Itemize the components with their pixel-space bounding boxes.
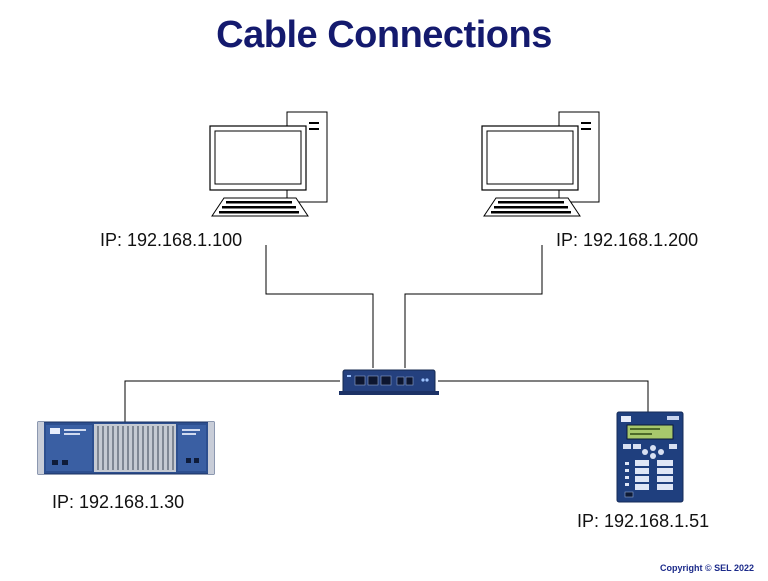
cable-switch-to-rack: [124, 380, 340, 422]
desktop-computer-icon: [481, 111, 600, 217]
ip-label-rack-device: IP: 192.168.1.30: [52, 492, 185, 512]
cable-pc-right-to-switch: [404, 245, 543, 368]
ip-label-pc-right: IP: 192.168.1.200: [556, 230, 699, 250]
copyright-text: Copyright © SEL 2022: [660, 563, 754, 573]
ethernet-switch-icon: [339, 369, 439, 395]
rack-mount-controller-icon: [37, 421, 215, 475]
page-title: Cable Connections: [216, 14, 552, 56]
ip-label-relay: IP: 192.168.1.51: [577, 511, 710, 531]
ip-label-pc-left: IP: 192.168.1.100: [100, 230, 243, 250]
cable-pc-left-to-switch: [265, 245, 374, 368]
desktop-computer-icon: [209, 111, 328, 217]
cables: [124, 245, 649, 422]
cable-switch-to-relay: [438, 380, 649, 412]
protective-relay-icon: [616, 411, 684, 503]
